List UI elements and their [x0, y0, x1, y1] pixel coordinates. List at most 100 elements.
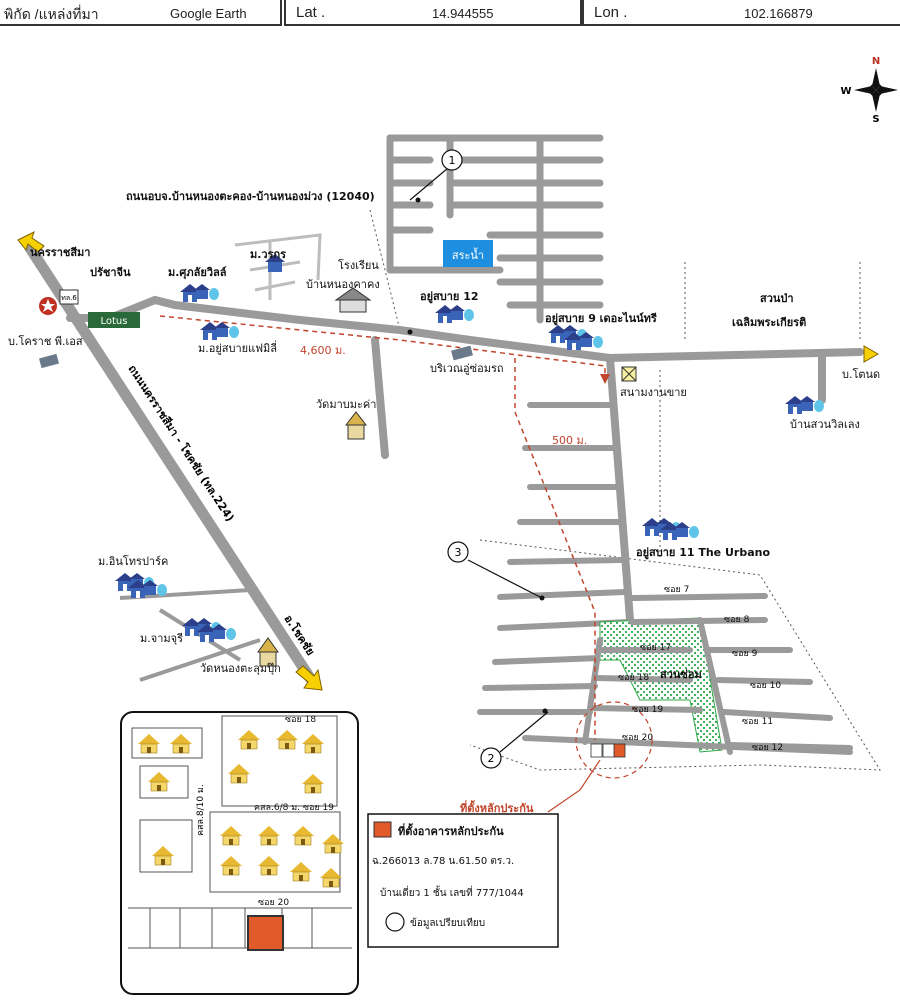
pool-label: สระน้ำ	[452, 247, 484, 262]
route-dashed	[159, 315, 606, 740]
sanam-label: สนามงานขาย	[620, 386, 687, 399]
highway-224	[24, 242, 316, 684]
north-subdivision-roads	[386, 134, 604, 324]
soi-18-label: ซอย 18	[618, 673, 649, 683]
distance-4600-label: 4,600 ม.	[300, 344, 346, 357]
ptt-station-icon	[39, 353, 59, 369]
compass-s: S	[872, 114, 879, 125]
urbano-label: อยู่สบาย 11 The Urbano	[636, 546, 770, 560]
legend-compare-icon	[385, 912, 405, 932]
inset-map	[120, 711, 359, 995]
marker-2-label: 2	[488, 752, 495, 765]
yoosabai12-label: อยู่สบาย 12	[420, 290, 479, 304]
yoosabai9-label: อยู่สบาย 9 เดอะไนน์ทรี	[545, 311, 657, 326]
source-cell: พิกัด /แหล่งที่มา Google Earth	[0, 0, 282, 26]
area-boundaries	[369, 209, 881, 771]
legend-title: ที่ตั้งอาคารหลักประกัน	[398, 823, 504, 838]
soi-roads	[522, 593, 853, 755]
school-label-1: โรงเรียน	[338, 258, 379, 272]
temple-mabmakha-icon	[344, 411, 368, 440]
wat-mabmakha-label: วัดมาบมะค่า	[316, 398, 376, 411]
lotus-logo-icon	[88, 312, 140, 328]
jamjuree-label: ม.จามจุรี	[140, 632, 183, 645]
legend	[367, 813, 559, 948]
to-korat-label: นครราชสีมา	[30, 246, 90, 259]
compass-icon: N S W E	[840, 56, 900, 125]
suan-wilaeng-label: บ้านสวนวิลเลง	[790, 418, 860, 431]
pool	[443, 240, 493, 267]
route-arrow-icon	[600, 374, 610, 384]
garage-label: บริเวณอู่ซ่อมรถ	[430, 362, 504, 375]
to-bandon-label: บ.โตนด	[842, 367, 880, 381]
arrow-to-korat-icon	[17, 231, 45, 253]
compass-w: W	[840, 86, 851, 97]
park-label-2: เฉลิมพระเกียรติ	[732, 316, 806, 329]
soi-7-label: ซอย 7	[664, 585, 689, 595]
soi-19-label: ซอย 19	[632, 705, 663, 715]
school-icon	[334, 287, 372, 313]
collateral-location-label: ที่ตั้งหลักประกัน	[460, 800, 534, 815]
pratchachin-label: ปรัชาจีน	[90, 266, 131, 279]
yoosabai-family-label: ม.อยู่สบายแฟมิลี่	[198, 340, 277, 355]
inthra-label: ม.อินโทรปาร์ค	[98, 554, 168, 568]
inset-soi20-label: ซอย 20	[258, 898, 289, 908]
collateral-plot	[613, 743, 626, 758]
highway-sign-label: ทล.6	[61, 294, 77, 302]
lon-cell: Lon . 102.166879	[582, 0, 900, 26]
worakorn-icon	[265, 254, 285, 272]
neighbor-plot	[590, 743, 603, 758]
soi-10-label: ซอย 10	[750, 681, 781, 691]
soi-8-label: ซอย 8	[724, 615, 750, 625]
ptt-icon	[39, 297, 57, 315]
legend-deed: ฉ.266013 ล.78 น.61.50 ตร.ว.	[372, 856, 514, 867]
collateral-leader	[547, 759, 601, 813]
coordinate-header: พิกัด /แหล่งที่มา Google Earth Lat . 14.…	[0, 0, 900, 28]
neighbor-plot	[602, 743, 615, 758]
area3-roads	[477, 402, 631, 715]
inset-side-road-label: คสล.8/10 ม.	[196, 784, 206, 836]
marker-1: 1	[409, 149, 463, 201]
inset-collateral-plot	[247, 915, 284, 951]
distance-500-label: 500 ม.	[552, 434, 587, 447]
legend-collateral-swatch	[373, 821, 392, 838]
sanam-icon	[621, 366, 637, 382]
sawan-soi-label: สวนซ่อม	[660, 668, 702, 681]
road-dot	[415, 197, 421, 203]
legend-compare: ข้อมูลเปรียบเทียบ	[410, 917, 485, 929]
soi-11-label: ซอย 11	[742, 717, 773, 727]
ptt-label: บ.โคราช พี.เอส	[8, 334, 83, 348]
inset-soi19-label: คสล.6/8 ม. ซอย 19	[254, 803, 334, 813]
main-road-label: ถนนอบจ.บ้านหนองตะคอง-บ้านหนองม่วง (12040…	[126, 190, 375, 203]
soi-9-label: ซอย 9	[732, 649, 758, 659]
arrow-to-chokchai-icon	[295, 665, 323, 691]
lotus-label: Lotus	[101, 316, 128, 327]
lon-label: Lon .	[594, 4, 628, 21]
highway-label: ถนนนครราชสีมา - โชคชัย (ทล.224)	[125, 362, 237, 524]
soi-20-label: ซอย 20	[622, 733, 653, 743]
suklai-label: ม.ศุภลัยวิลล์	[168, 266, 227, 280]
collateral-circle	[575, 701, 653, 779]
yoosabai12-house-icon	[435, 305, 474, 323]
lat-value: 14.944555	[432, 6, 494, 21]
soi-12-label: ซอย 12	[752, 743, 783, 753]
highway-sign-icon	[59, 289, 79, 305]
legend-house: บ้านเดี่ยว 1 ชั้น เลขที่ 777/1044	[380, 885, 524, 899]
soi-17-label: ซอย 17	[640, 643, 671, 653]
road-dot	[539, 595, 545, 601]
lat-label: Lat .	[296, 4, 326, 21]
source-value: Google Earth	[170, 6, 247, 21]
inset-soi18-label: ซอย 18	[285, 715, 316, 725]
worakorn-label: ม.วรกร	[250, 248, 286, 261]
temple-nongsalum-icon	[257, 637, 279, 667]
source-label: พิกัด /แหล่งที่มา	[4, 6, 99, 22]
marker-2: 2	[480, 711, 549, 769]
suklai-house-icon	[180, 284, 219, 302]
marker-3: 3	[447, 541, 543, 599]
arrow-to-bandon-icon	[863, 345, 880, 363]
park-label-1: สวนป่า	[760, 292, 794, 305]
road-dot	[542, 708, 548, 714]
wat-nongsalum-label: วัดหนองตะลุมปุ๊ก	[200, 662, 281, 675]
garage-icon	[451, 345, 473, 361]
compass-n: N	[872, 56, 880, 67]
